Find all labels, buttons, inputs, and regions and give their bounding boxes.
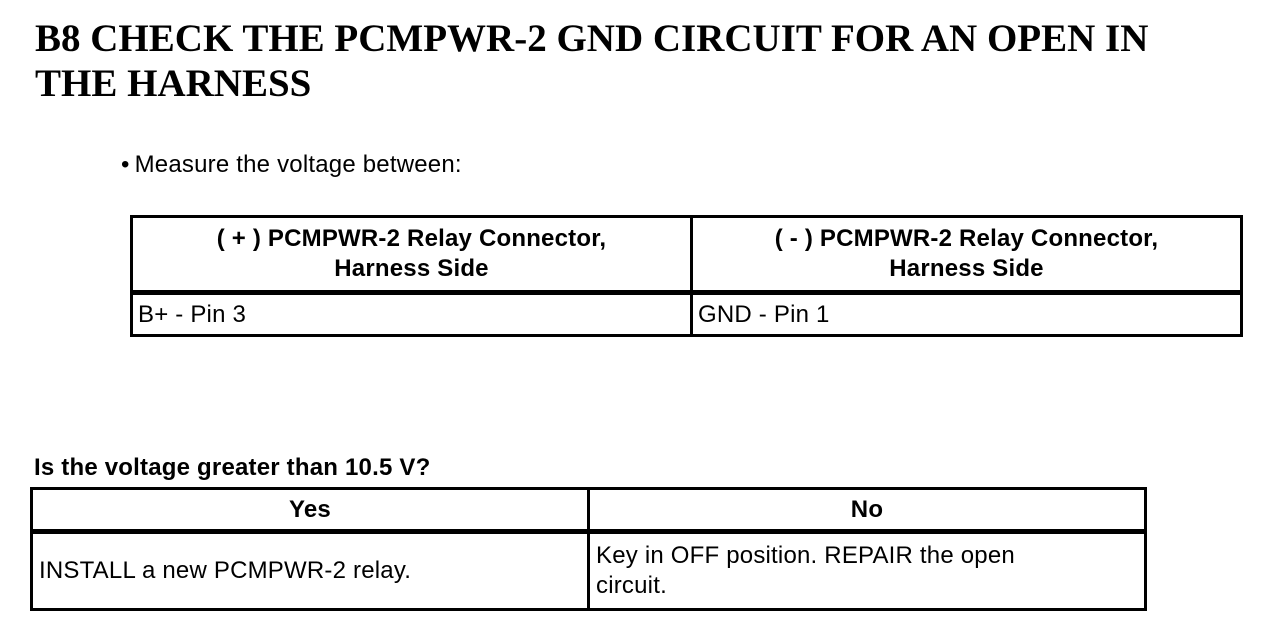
measurement-cell-positive: B+ - Pin 3 [130,291,693,337]
decision-table-header-no: No [587,487,1147,534]
measurement-table-row: B+ - Pin 3 GND - Pin 1 [130,291,1243,337]
decision-table-header-row: Yes No [30,487,1147,534]
page-title: B8 CHECK THE PCMPWR-2 GND CIRCUIT FOR AN… [35,17,1149,105]
measurement-cell-negative: GND - Pin 1 [690,291,1243,337]
decision-cell-yes-action: INSTALL a new PCMPWR-2 relay. [30,530,590,611]
decision-table-header-yes: Yes [30,487,590,534]
decision-table: Yes No INSTALL a new PCMPWR-2 relay. Key… [30,487,1147,611]
question-text: Is the voltage greater than 10.5 V? [34,454,431,481]
instruction-text: Measure the voltage between: [134,151,462,178]
bullet-icon: • [121,151,130,178]
decision-table-row: INSTALL a new PCMPWR-2 relay. Key in OFF… [30,530,1147,611]
measurement-table-header-positive: ( + ) PCMPWR-2 Relay Connector, Harness … [130,215,693,295]
measurement-table: ( + ) PCMPWR-2 Relay Connector, Harness … [130,215,1243,337]
measurement-table-header-row: ( + ) PCMPWR-2 Relay Connector, Harness … [130,215,1243,295]
measurement-table-header-negative: ( - ) PCMPWR-2 Relay Connector, Harness … [690,215,1243,295]
instruction-line: • Measure the voltage between: [121,151,462,179]
decision-cell-no-action: Key in OFF position. REPAIR the open cir… [587,530,1147,611]
